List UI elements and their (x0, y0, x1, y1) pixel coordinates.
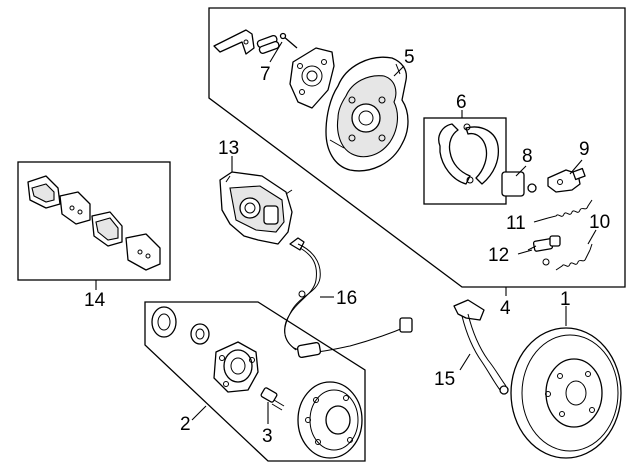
abs-sensor-harness-16 (284, 237, 413, 358)
hub-assembly-frame (144, 301, 366, 462)
callout-10: 10 (589, 212, 610, 233)
hub-washer (190, 323, 210, 345)
hold-down-spring-8 (501, 171, 537, 197)
return-spring-10 (555, 243, 593, 271)
parking-brake-shoes (438, 123, 500, 185)
hub-flange (297, 381, 363, 459)
parking-brake-assembly-frame (208, 7, 626, 288)
callout-12: 12 (488, 245, 509, 266)
hub-seal (151, 306, 177, 338)
callout-9: 9 (579, 139, 590, 160)
callout-3: 3 (262, 426, 273, 447)
callout-4: 4 (500, 298, 511, 319)
adjuster-links (256, 34, 280, 54)
callout-1: 1 (560, 289, 571, 310)
callout-14: 14 (84, 290, 106, 311)
return-spring-11 (547, 199, 593, 219)
callout-7: 7 (260, 64, 271, 85)
brake-caliper-13 (219, 171, 293, 245)
callout-6: 6 (456, 92, 467, 113)
adjuster-screw-12 (527, 235, 561, 266)
parking-brake-lever (213, 29, 255, 55)
callout-15: 15 (434, 369, 455, 390)
backing-plate-5 (325, 56, 409, 172)
leader-lines (95, 41, 597, 424)
callout-8: 8 (522, 146, 533, 167)
brake-pad-set-box (17, 161, 171, 281)
wheel-bearing-hub (213, 341, 259, 393)
brake-rotor-1 (510, 327, 622, 459)
callout-13: 13 (218, 138, 239, 159)
callout-16: 16 (336, 288, 357, 309)
retainer-pin-7 (279, 32, 298, 49)
backing-plate-gasket (289, 47, 335, 109)
brake-hose-15 (453, 299, 509, 395)
callout-2: 2 (180, 414, 191, 435)
wheel-stud-3 (260, 387, 285, 411)
brake-shoe-box (423, 117, 507, 205)
brake-pad-set-14 (27, 175, 161, 271)
callout-11: 11 (506, 213, 526, 234)
callout-5: 5 (404, 47, 415, 68)
adjuster-lever-9 (547, 167, 586, 193)
